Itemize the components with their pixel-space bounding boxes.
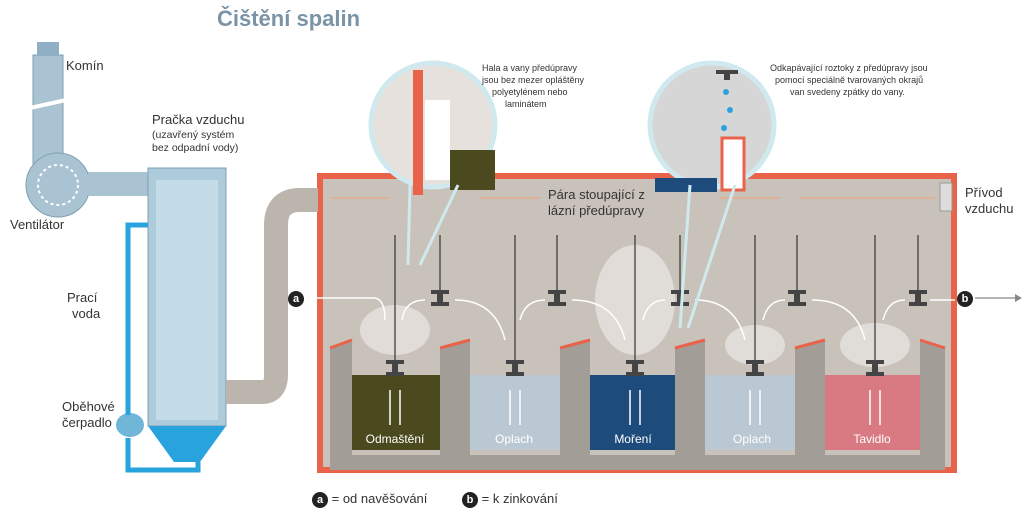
marker-a: a [288, 290, 304, 308]
callout-left-text-4: laminátem [505, 99, 547, 109]
tank-liquid-2 [470, 375, 560, 450]
scrubber [116, 167, 227, 462]
fan [25, 152, 158, 218]
tank-liquid-5 [825, 375, 920, 450]
flow-arrows [310, 297, 955, 341]
legend-b-badge: b [462, 491, 478, 508]
label-fan: Ventilátor [10, 217, 65, 232]
tank-liquid-1 [352, 375, 440, 450]
callout-left-text-1: Hala a vany předúpravy [482, 63, 578, 73]
label-wash-water-1: Prací [67, 290, 98, 305]
label-wash-water-2: voda [72, 306, 101, 321]
label-pump-2: čerpadlo [62, 415, 112, 430]
tank-rims [329, 338, 946, 350]
marker-a-badge: a [288, 290, 304, 307]
marker-b-badge: b [957, 290, 973, 307]
legend-b: b = k zinkování [462, 491, 558, 508]
label-pump-1: Oběhové [62, 399, 115, 414]
label-chimney: Komín [66, 58, 104, 73]
label-scrubber-sub2: bez odpadní vody) [152, 142, 239, 154]
label-air-inlet-2: vzduchu [965, 201, 1014, 216]
legend-a: a = od navěšování [312, 491, 427, 508]
tank-label-5: Tavidlo [853, 432, 891, 446]
label-scrubber: Pračka vzduchu [152, 112, 245, 127]
tank-label-2: Oplach [494, 432, 534, 446]
callout-right-text-2: pomocí speciálně tvarovaných okrajů [775, 75, 924, 85]
air-inlet-grille [939, 182, 953, 212]
callout-left-wall [413, 70, 423, 195]
callout-right-panel [720, 136, 746, 192]
marker-b: b [957, 290, 973, 308]
drops [721, 89, 733, 131]
callout-right-text-1: Odkapávající roztoky z předúpravy jsou [770, 63, 928, 73]
hangers [394, 235, 919, 360]
callout-left-text-2: jsou bez mezer opláštěny [482, 75, 585, 85]
label-air-inlet-1: Přívod [965, 185, 1003, 200]
tank-basin [330, 340, 945, 470]
callout-right-hook [716, 70, 738, 80]
tank-liquid-3 [590, 375, 675, 450]
legend-a-badge: a [312, 491, 328, 508]
callout-left-text-3: polyetylénem nebo [492, 87, 568, 97]
tank-label-3: Moření [614, 432, 652, 446]
label-scrubber-sub1: (uzavřený systém [152, 129, 235, 141]
tank-label-4: Oplach [732, 432, 772, 446]
label-steam-1: Pára stoupající z [548, 187, 645, 202]
legend-a-text: = od navěšování [331, 491, 428, 506]
callout-left-liquid [450, 150, 495, 190]
callout-circle-right [647, 60, 777, 190]
callout-right-text-3: van svedeny zpátky do vany. [790, 87, 905, 97]
callout-right-pointer [678, 184, 737, 329]
tank-label-1: Odmaštění [365, 432, 425, 446]
tank-arrows [389, 390, 881, 425]
exhaust-duct [226, 188, 318, 404]
callout-left-panel [425, 100, 450, 180]
label-steam-2: lázní předúpravy [548, 203, 645, 218]
callout-right-liquid [655, 178, 717, 192]
wash-water-loop [125, 222, 201, 473]
page-title: Čištění spalin [217, 6, 361, 31]
hanger-hooks [386, 290, 927, 376]
callout-left-pointer [406, 184, 460, 266]
legend-b-text: = k zinkování [481, 491, 558, 506]
exit-arrowhead [1015, 294, 1022, 302]
chimney [29, 42, 67, 166]
